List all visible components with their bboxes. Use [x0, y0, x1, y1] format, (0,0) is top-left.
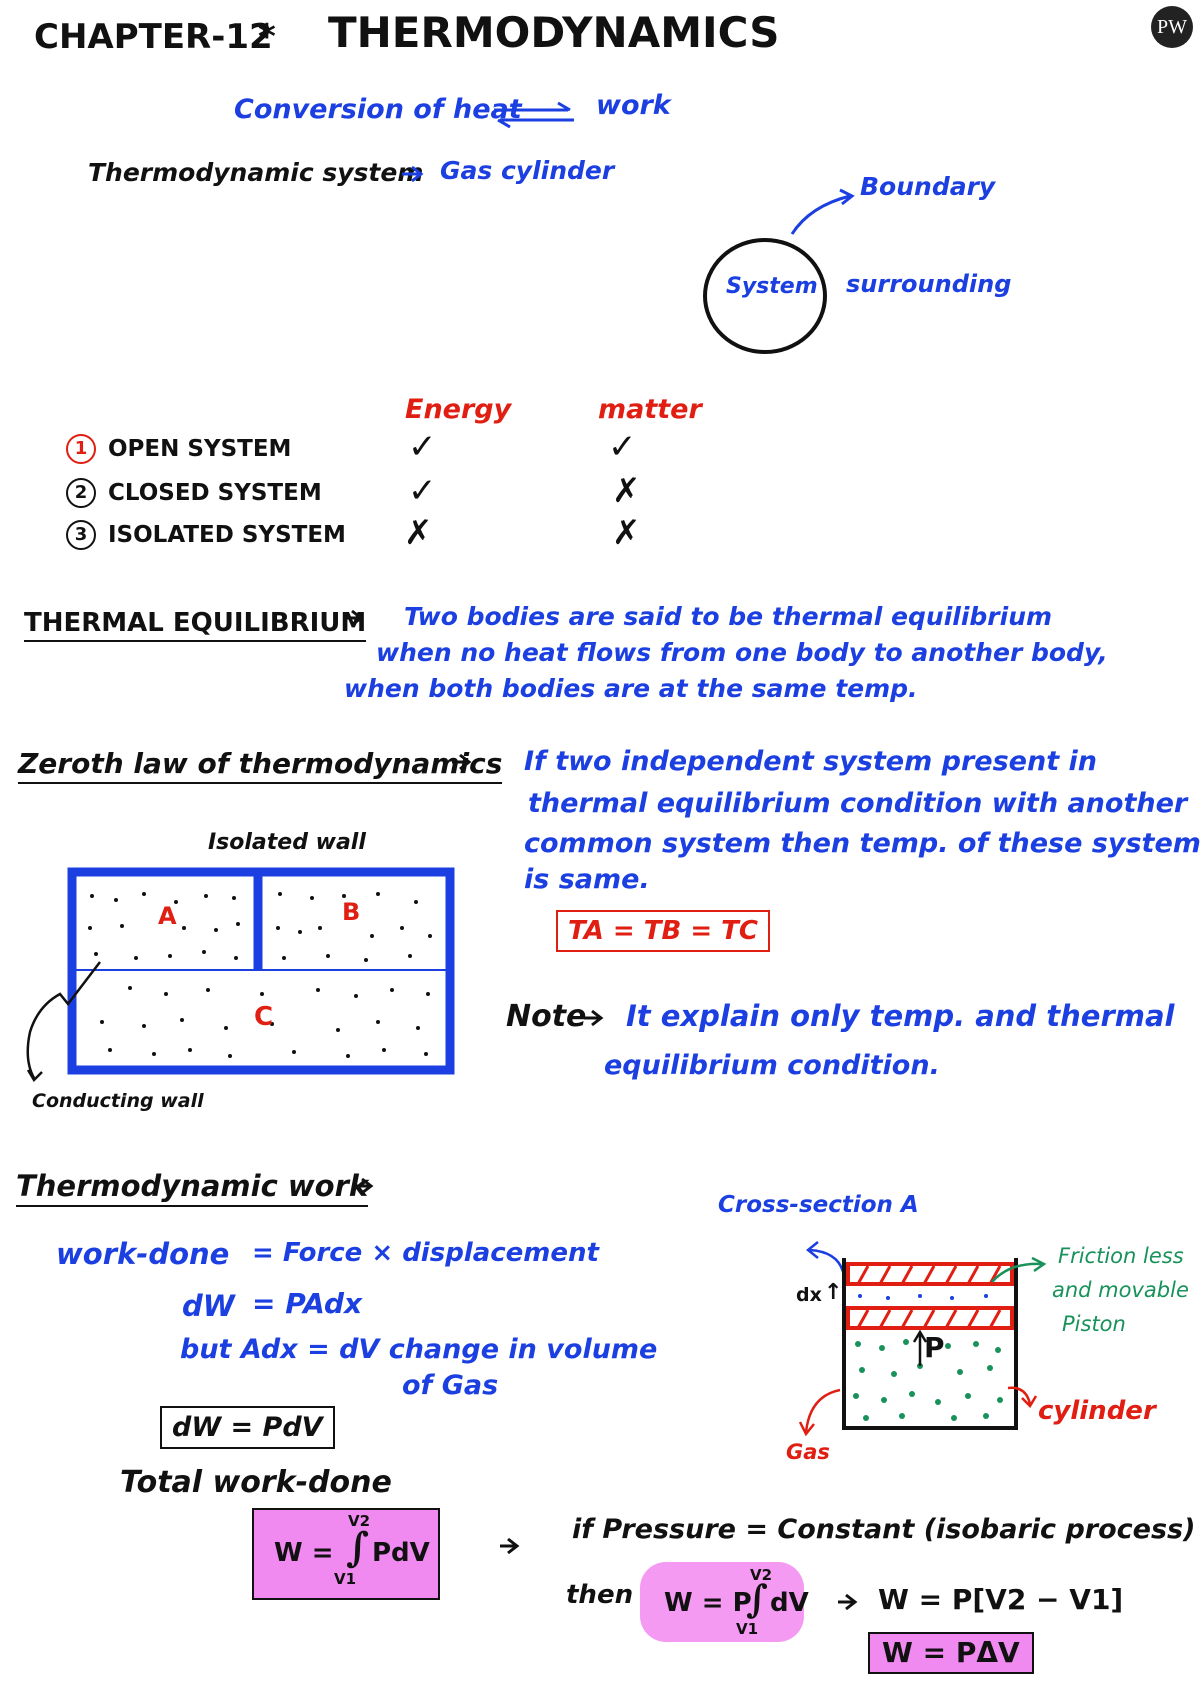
work-result-1: W = P[V2 − V1] — [878, 1583, 1124, 1616]
closed-matter-mark: ✗ — [612, 471, 641, 511]
closed-energy-mark: ✓ — [408, 471, 437, 511]
cylinder-arrow — [1007, 1386, 1038, 1409]
dx-label: dx — [796, 1284, 822, 1306]
zeroth-law-line-4: is same. — [524, 864, 650, 895]
zeroth-law-line-1: If two independent system present in — [524, 746, 1097, 777]
surrounding-label: surrounding — [846, 270, 1012, 298]
dw-label: dW — [182, 1289, 235, 1323]
row-number-1: 1 — [66, 434, 96, 464]
friction-piston-arrow — [991, 1256, 1047, 1283]
volume-change-line: but Adx = dV change in volume — [180, 1334, 658, 1365]
temperature-equality: TA = TB = TC — [556, 910, 770, 952]
system-c-label: C — [254, 1002, 274, 1032]
arrow-right-icon — [838, 1593, 858, 1611]
integral-w: W = — [274, 1538, 334, 1568]
open-energy-mark: ✓ — [408, 427, 437, 467]
gas-arrow — [798, 1388, 841, 1437]
energy-column-header: Energy — [405, 394, 512, 425]
pw-logo: PW — [1151, 6, 1193, 48]
thermal-eq-line-2: when no heat flows from one body to anot… — [376, 638, 1108, 667]
isobaric-condition: if Pressure = Constant (isobaric process… — [572, 1514, 1196, 1545]
open-matter-mark: ✓ — [608, 427, 637, 467]
gas-cylinder-example: Gas cylinder — [440, 156, 615, 185]
friction-label-line-2: and movable — [1052, 1278, 1189, 1302]
isobaric-integral-body: dV — [770, 1588, 809, 1618]
star-icon: * — [258, 17, 276, 57]
logo-text: PW — [1157, 15, 1187, 38]
cylinder-label: cylinder — [1038, 1396, 1156, 1426]
integral-lower-limit: V1 — [334, 1570, 357, 1588]
arrow-right-icon — [402, 165, 424, 183]
thermal-eq-line-1: Two bodies are said to be thermal equili… — [404, 602, 1053, 631]
piston-cylinder-diagram — [842, 1258, 1018, 1430]
thermodynamic-system-label: Thermodynamic system — [88, 158, 424, 187]
cross-section-label: Cross-section A — [718, 1192, 919, 1218]
arrow-right-icon — [584, 1009, 604, 1027]
friction-label-line-3: Piston — [1062, 1312, 1126, 1336]
integral-upper-limit: V2 — [348, 1512, 371, 1530]
dx-arrow-icon: ↑ — [824, 1280, 843, 1305]
work-done-definition: = Force × displacement — [252, 1238, 599, 1268]
conversion-left: Conversion of heat — [234, 94, 522, 125]
gas-label: Gas — [786, 1440, 830, 1464]
isolated-container-diagram — [67, 867, 455, 1075]
isolated-matter-mark: ✗ — [612, 513, 641, 553]
thermal-eq-line-3: when both bodies are at the same temp. — [344, 674, 918, 703]
integral-sign-icon: ∫ — [346, 1524, 370, 1571]
isolated-system-label: ISOLATED SYSTEM — [108, 522, 346, 548]
friction-label-line-1: Friction less — [1058, 1244, 1184, 1268]
conversion-right: work — [596, 90, 671, 121]
note-label: Note — [506, 999, 587, 1034]
isolated-wall-label: Isolated wall — [208, 830, 366, 855]
arrow-right-icon — [452, 753, 472, 771]
conducting-wall-pointer — [26, 961, 101, 1083]
boundary-arrow — [790, 188, 855, 235]
system-circle — [703, 238, 827, 354]
pressure-label: P — [924, 1331, 945, 1364]
volume-change-line-2: of Gas — [402, 1370, 499, 1401]
total-work-label: Total work-done — [120, 1465, 392, 1500]
work-result-2: W = PΔV — [868, 1632, 1034, 1674]
integral-sign-icon: ∫ — [746, 1576, 769, 1621]
thermal-equilibrium-heading: THERMAL EQUILIBRIUM — [24, 610, 367, 642]
conducting-wall-label: Conducting wall — [32, 1090, 204, 1112]
isobaric-integral-w: W = P — [664, 1588, 752, 1618]
note-line-2: equilibrium condition. — [604, 1050, 940, 1081]
isolated-energy-mark: ✗ — [404, 513, 433, 553]
boxed-dw-equation: dW = PdV — [160, 1406, 335, 1449]
zeroth-law-line-2: thermal equilibrium condition with anoth… — [528, 788, 1188, 819]
work-integral-box — [252, 1508, 440, 1600]
system-b-label: B — [342, 898, 361, 926]
closed-system-label: CLOSED SYSTEM — [108, 480, 322, 506]
two-way-arrow-icon — [494, 101, 574, 129]
open-system-label: OPEN SYSTEM — [108, 436, 292, 462]
arrow-right-icon — [500, 1537, 520, 1555]
isobaric-integral-highlight — [640, 1562, 804, 1642]
boundary-label: Boundary — [860, 172, 996, 201]
dw-expression: = PAdx — [252, 1287, 363, 1320]
work-done-label: work-done — [56, 1237, 230, 1271]
isobaric-lower-limit: V1 — [736, 1620, 759, 1638]
system-label: System — [726, 274, 818, 299]
zeroth-law-line-3: common system then temp. of these system — [524, 828, 1200, 859]
system-a-label: A — [158, 902, 177, 930]
note-line-1: It explain only temp. and thermal — [626, 999, 1175, 1033]
then-label: then — [566, 1580, 634, 1610]
matter-column-header: matter — [598, 394, 702, 425]
integral-body: PdV — [372, 1538, 430, 1568]
row-number-3: 3 — [66, 520, 96, 550]
arrow-right-icon — [344, 609, 364, 627]
isobaric-upper-limit: V2 — [750, 1566, 773, 1584]
work-heading: Thermodynamic work — [16, 1172, 369, 1207]
arrow-right-icon — [354, 1177, 374, 1195]
chapter-number: CHAPTER-12 — [34, 17, 273, 57]
zeroth-law-heading: Zeroth law of thermodynamics — [18, 750, 503, 784]
page-title: THERMODYNAMICS — [328, 8, 780, 57]
row-number-2: 2 — [66, 478, 96, 508]
